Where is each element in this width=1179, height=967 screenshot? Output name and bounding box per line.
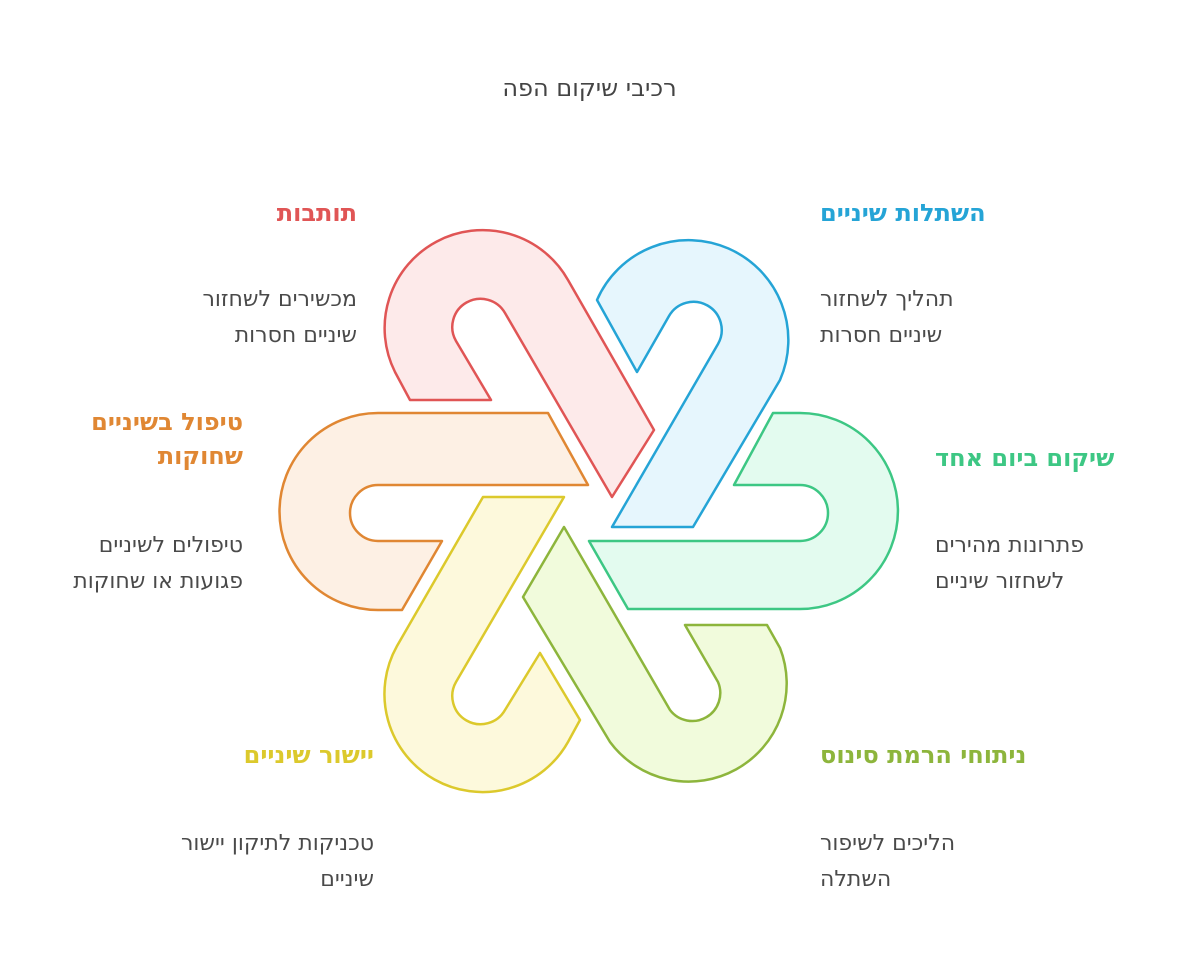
desc-same-day-restoration: פתרונות מהירים לשחזור שיניים [935, 528, 1084, 600]
label-sinus-lift: ניתוחי הרמת סינוס [820, 741, 1027, 769]
label-worn-teeth: טיפול בשיניים שחוקות [91, 405, 243, 473]
shape-sinus-lift [521, 525, 788, 783]
desc-dentures-line2: שיניים חסרות [234, 323, 357, 348]
label-orthodontics: יישור שיניים [243, 741, 374, 769]
shape-dentures [383, 228, 656, 499]
label-worn-teeth-line1: טיפול בשיניים [91, 408, 243, 436]
shape-same-day-restoration [587, 411, 900, 611]
shape-orthodontics [383, 495, 582, 794]
desc-worn-teeth-line2: פגועות או שחוקות [73, 569, 243, 594]
desc-dentures: מכשירים לשחזור שיניים חסרות [202, 282, 357, 354]
desc-dentures-line1: מכשירים לשחזור [202, 287, 357, 312]
desc-orthodontics-line1: טכניקות לתיקון יישור [181, 831, 374, 856]
desc-same-day-restoration-line2: לשחזור שיניים [935, 569, 1065, 594]
desc-orthodontics-line2: שיניים [320, 867, 374, 892]
desc-sinus-lift-line2: השתלה [820, 867, 892, 892]
desc-sinus-lift-line1: הליכים לשיפור [820, 831, 956, 856]
label-dental-implants: השתלות שיניים [820, 199, 986, 227]
shape-dental-implants [595, 238, 790, 529]
desc-dental-implants-line1: תהליך לשחזור [820, 287, 954, 312]
desc-worn-teeth: טיפולים לשיניים פגועות או שחוקות [73, 528, 243, 600]
desc-sinus-lift: הליכים לשיפור השתלה [820, 826, 955, 898]
page-title: רכיבי שיקום הפה [502, 74, 677, 102]
desc-same-day-restoration-line1: פתרונות מהירים [935, 533, 1085, 558]
desc-orthodontics: טכניקות לתיקון יישור שיניים [181, 826, 374, 898]
desc-dental-implants-line2: שיניים חסרות [820, 323, 943, 348]
desc-worn-teeth-line1: טיפולים לשיניים [98, 533, 243, 558]
label-same-day-restoration: שיקום ביום אחד [935, 444, 1115, 472]
label-worn-teeth-line2: שחוקות [157, 442, 243, 470]
shape-worn-teeth [278, 411, 590, 612]
desc-dental-implants: תהליך לשחזור שיניים חסרות [820, 282, 954, 354]
label-dentures: תותבות [276, 199, 357, 227]
